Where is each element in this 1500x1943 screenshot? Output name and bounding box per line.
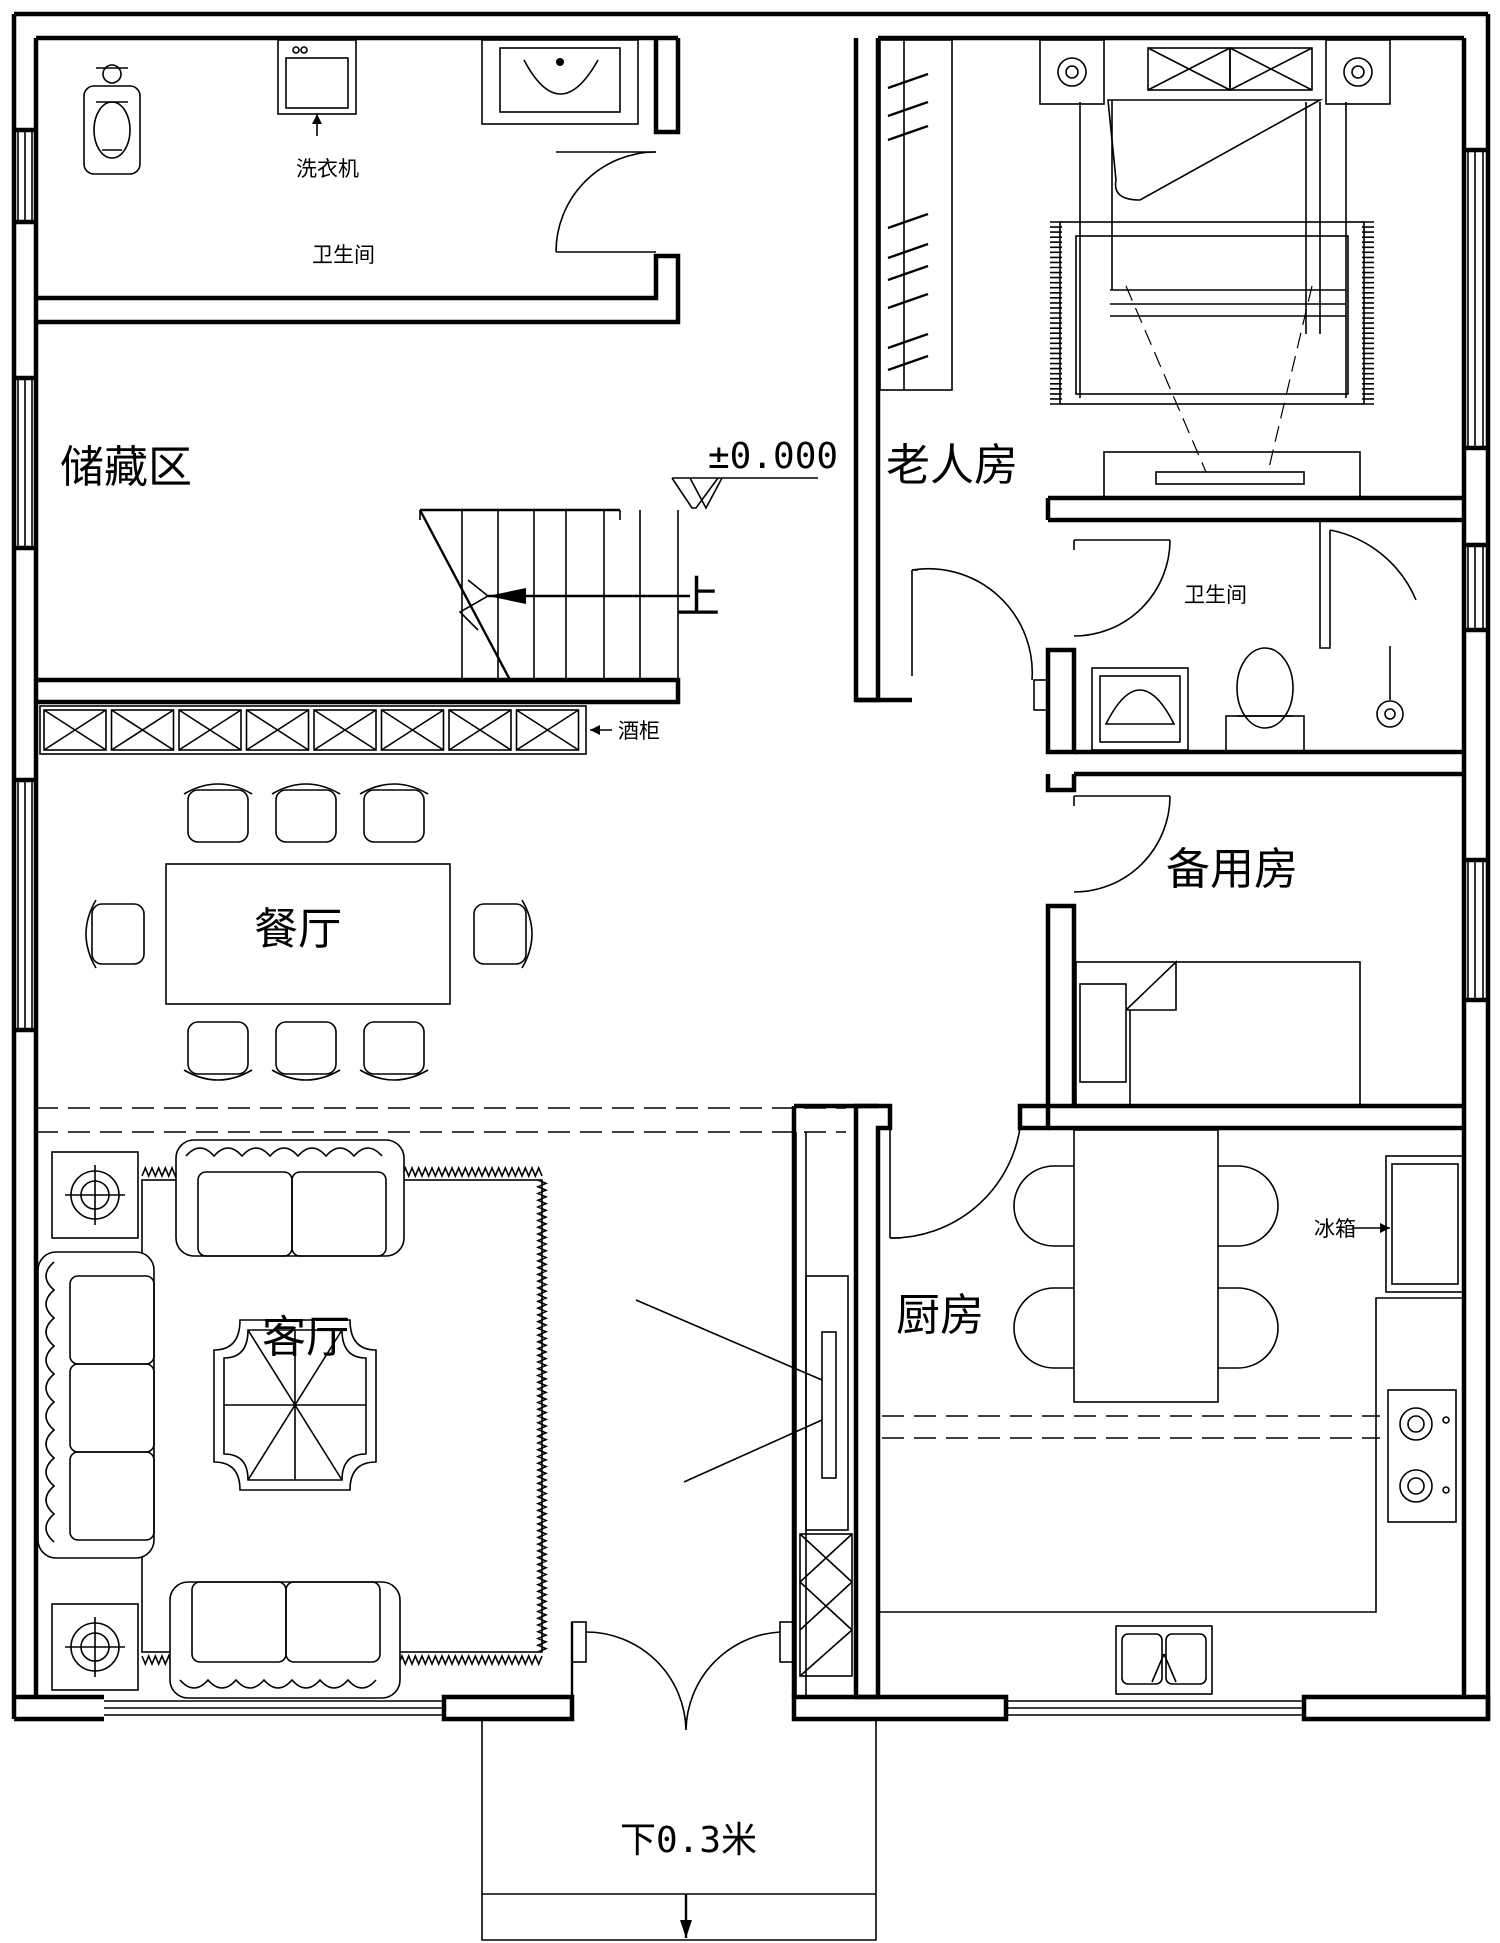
stair-up-label: 上 — [676, 572, 720, 623]
hanger — [887, 332, 929, 350]
hanger — [887, 242, 929, 260]
room-label-bathroom-right: 卫生间 — [1184, 583, 1247, 607]
dining-chair — [359, 1021, 429, 1081]
room-label-storage: 储藏区 — [60, 442, 192, 493]
room-label-elderly: 老人房 — [886, 440, 1018, 491]
hanger — [887, 354, 929, 372]
dining-chairs — [85, 783, 533, 1081]
wine-cell-cross — [178, 709, 242, 751]
porch — [481, 1719, 877, 1941]
room-label-bathroom-top: 卫生间 — [312, 243, 375, 267]
bed-rug-fringe — [1050, 221, 1062, 405]
hanger — [887, 124, 929, 142]
nightstand-left — [1039, 39, 1105, 105]
sofa-top — [175, 1139, 405, 1257]
wine-cell — [178, 709, 242, 751]
fridge — [1352, 1155, 1465, 1293]
staircase — [418, 508, 690, 681]
washing-machine-label: 洗衣机 — [296, 157, 359, 181]
coffee-table — [213, 1319, 377, 1491]
wine-cell — [448, 709, 512, 751]
hanger — [887, 292, 929, 310]
side-table-top — [51, 1151, 139, 1239]
gas-stove — [1387, 1389, 1457, 1523]
dining-chair — [85, 899, 145, 969]
elevation-label: ±0.000 — [708, 436, 838, 477]
wine-cell-cross — [448, 709, 512, 751]
wine-cell-cross — [111, 709, 174, 751]
sofa-left — [37, 1251, 155, 1559]
dining-chair — [359, 783, 429, 843]
rug-fringe — [535, 1179, 549, 1653]
washbasin-right — [1091, 667, 1189, 751]
double-bed — [1050, 47, 1374, 405]
dining-chair — [271, 1021, 341, 1081]
wine-cell — [313, 709, 377, 751]
washing-machine — [277, 39, 357, 136]
side-table-bottom — [51, 1603, 139, 1691]
door-elderly — [911, 567, 1049, 711]
door-kitchen — [889, 1127, 1021, 1239]
wine-cell — [110, 709, 175, 751]
hanger — [887, 72, 929, 90]
door-spare — [1073, 795, 1171, 893]
hanger — [887, 212, 929, 230]
exterior-walls — [11, 11, 1491, 1722]
wine-cell — [515, 709, 580, 751]
room-label-kitchen: 厨房 — [896, 1290, 984, 1341]
sofa-bottom — [169, 1581, 401, 1699]
dining-chair — [271, 783, 341, 843]
wine-cell-cross — [381, 709, 444, 751]
dining-chair — [183, 1021, 253, 1081]
room-label-dining: 餐厅 — [254, 904, 342, 955]
wine-cabinet — [39, 705, 612, 755]
spare-bed — [1075, 960, 1361, 1107]
wine-cell — [43, 709, 107, 751]
dining-chair — [473, 899, 533, 969]
step-down-label: 下0.3米 — [620, 1820, 757, 1861]
wine-cell-cross — [313, 709, 377, 751]
wine-cell — [245, 709, 310, 751]
kitchen-sink — [1115, 1625, 1213, 1695]
kitchen-counter — [880, 1297, 1464, 1613]
windows — [14, 127, 1488, 1716]
kitchen-island — [1013, 1129, 1279, 1403]
tv-elderly — [1103, 285, 1361, 499]
room-label-spare: 备用房 — [1166, 844, 1298, 895]
wine-cell-cross — [43, 709, 107, 751]
dining-chair — [183, 783, 253, 843]
floor-drain — [1376, 646, 1404, 728]
wardrobe — [879, 39, 953, 391]
door-bathroom-right — [1073, 520, 1417, 649]
wine-cell — [380, 709, 445, 751]
hanger — [887, 100, 929, 118]
door-bathroom-top — [555, 151, 657, 253]
wine-cabinet-label: 酒柜 — [618, 719, 660, 743]
washbasin-top — [481, 39, 639, 125]
bed-rug-fringe — [1362, 221, 1374, 405]
hanger — [887, 264, 929, 282]
toilet-right — [1225, 647, 1305, 753]
squat-toilet — [83, 64, 141, 175]
room-label-living: 客厅 — [262, 1312, 350, 1363]
fridge-label: 冰箱 — [1314, 1217, 1356, 1241]
elevation-marker — [671, 477, 818, 510]
wine-cell-cross — [246, 709, 309, 751]
tv-cabinet — [635, 1132, 854, 1697]
entrance-door — [570, 1621, 796, 1731]
dining-table — [165, 863, 451, 1005]
wine-cell-cross — [516, 709, 579, 751]
nightstand-right — [1325, 39, 1391, 105]
